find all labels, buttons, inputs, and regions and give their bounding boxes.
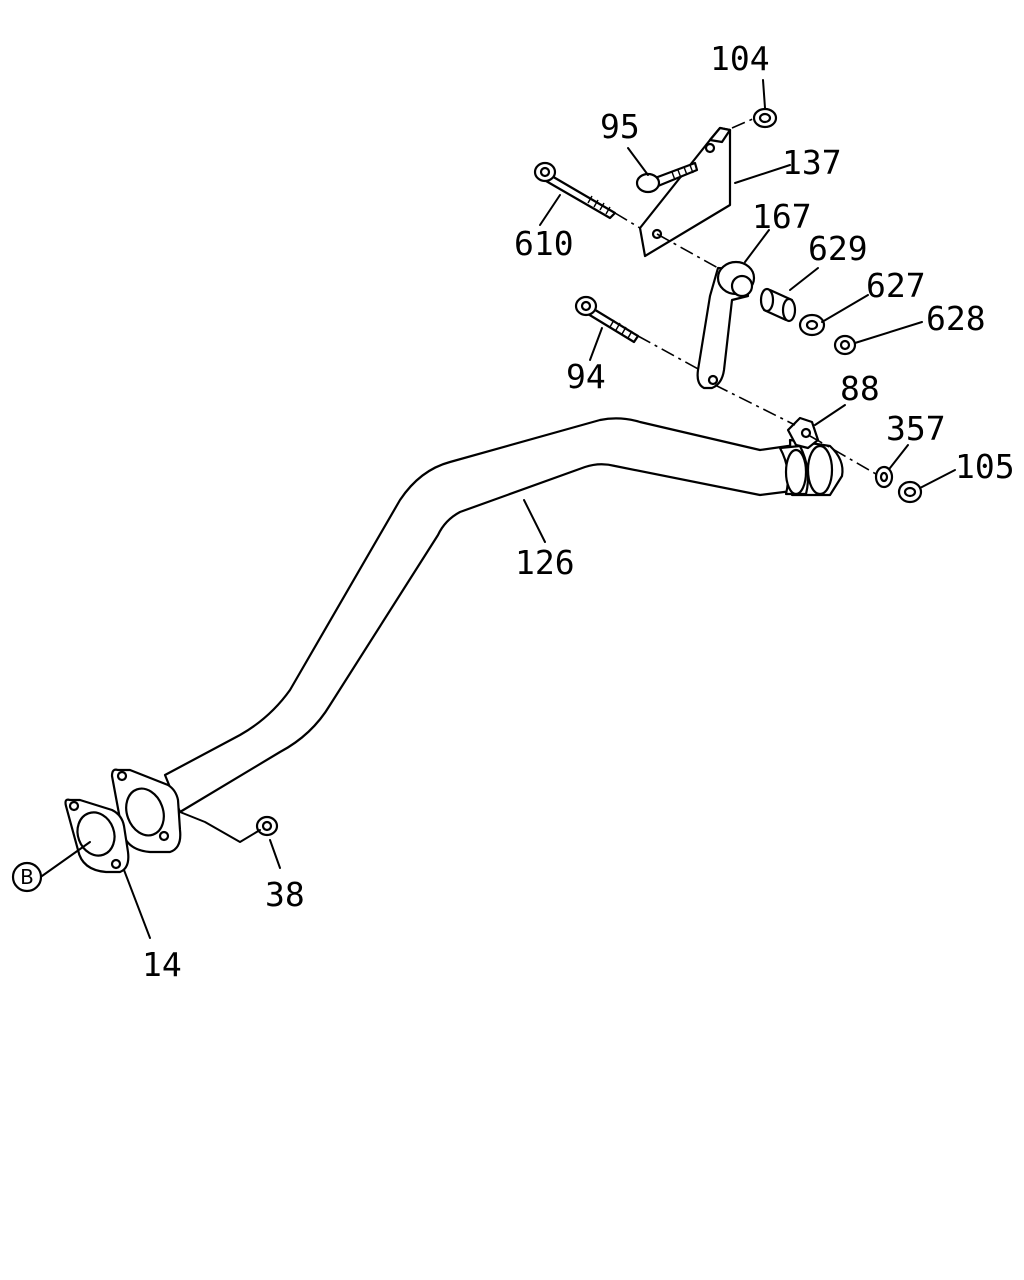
bush-629 bbox=[759, 287, 797, 323]
callout-104: 104 bbox=[710, 39, 770, 78]
callout-38: 38 bbox=[265, 875, 305, 914]
callout-126: 126 bbox=[515, 543, 575, 582]
flange-stud-line bbox=[179, 811, 261, 843]
washer-627 bbox=[798, 313, 826, 337]
callout-137: 137 bbox=[782, 143, 842, 182]
clamp-88 bbox=[778, 416, 820, 496]
pipe-flange bbox=[110, 768, 182, 854]
ref-circle-b bbox=[11, 861, 43, 893]
callout-95: 95 bbox=[600, 107, 640, 146]
exhaust-pipe bbox=[163, 417, 802, 814]
bolt-95 bbox=[635, 161, 699, 194]
washer-357 bbox=[874, 465, 894, 489]
callout-88: 88 bbox=[840, 369, 880, 408]
nut-38 bbox=[255, 815, 279, 837]
callout-14: 14 bbox=[142, 945, 182, 984]
bracket-137 bbox=[638, 126, 732, 258]
callout-610: 610 bbox=[514, 224, 574, 263]
assembly-centerlines bbox=[614, 117, 877, 475]
nut-105 bbox=[897, 480, 923, 504]
bolt-610 bbox=[533, 161, 617, 220]
leader-lines bbox=[41, 79, 956, 939]
callout-105: 105 bbox=[955, 447, 1015, 486]
callout-167: 167 bbox=[752, 197, 812, 236]
ref-b-text: B bbox=[20, 865, 34, 889]
bolt-94 bbox=[574, 295, 640, 344]
gasket-14 bbox=[64, 798, 130, 874]
callout-94: 94 bbox=[566, 357, 606, 396]
callout-627: 627 bbox=[866, 266, 926, 305]
callout-357: 357 bbox=[886, 409, 946, 448]
nut-104 bbox=[752, 107, 778, 129]
nut-628 bbox=[833, 334, 857, 356]
link-167 bbox=[696, 260, 756, 390]
callout-629: 629 bbox=[808, 229, 868, 268]
callout-628: 628 bbox=[926, 299, 986, 338]
